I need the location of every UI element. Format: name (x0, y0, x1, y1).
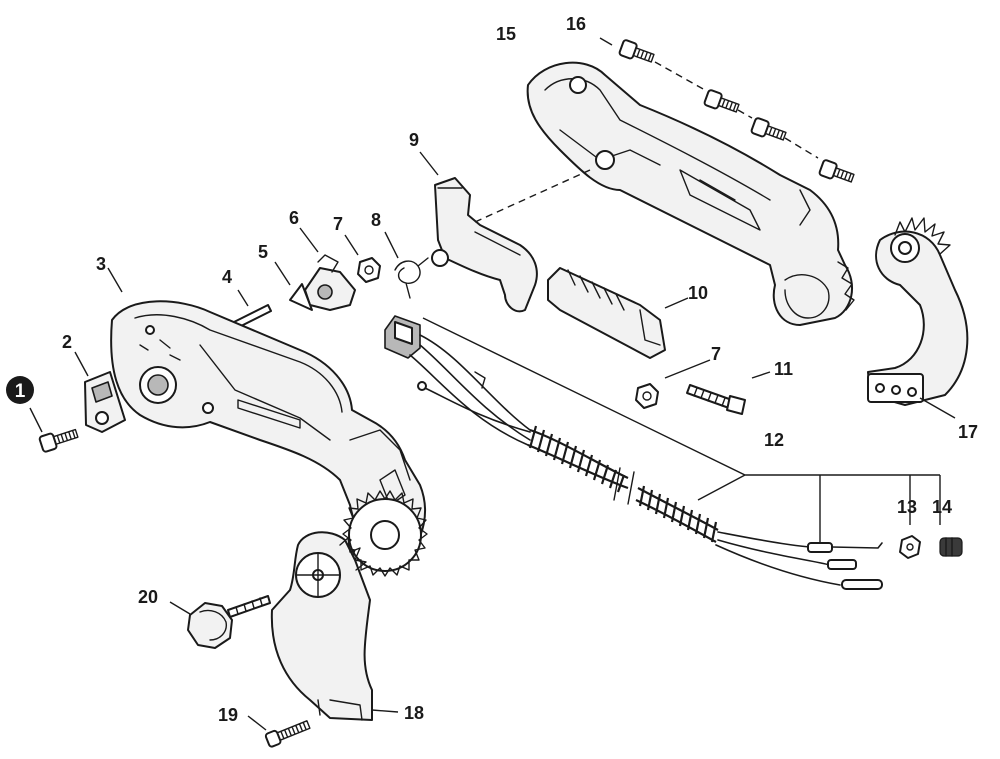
part-9-trigger (419, 151, 591, 313)
part-8-spring (384, 231, 429, 299)
callout-7-top: 7 (333, 214, 343, 234)
callout-11: 11 (774, 359, 793, 379)
callout-17: 17 (958, 422, 978, 442)
callout-20: 20 (138, 587, 158, 607)
callout-3: 3 (96, 254, 106, 274)
part-1-screw (29, 407, 79, 453)
part-10-switch (547, 267, 689, 359)
callout-1-badge: 1 (6, 376, 34, 404)
part-15-handle-half (526, 61, 855, 326)
callout-8: 8 (371, 210, 381, 230)
part-5-cap (274, 261, 313, 311)
part-7-nut-top (344, 234, 381, 283)
part-12-harness (384, 315, 941, 590)
callout-4: 4 (222, 267, 232, 287)
part-14-terminal (939, 537, 963, 557)
callout-15: 15 (496, 24, 516, 44)
callout-10: 10 (688, 283, 708, 303)
part-11-bolt (686, 371, 771, 415)
callout-6: 6 (289, 208, 299, 228)
callout-1: 1 (15, 381, 26, 402)
part-2-button (74, 351, 126, 433)
callout-12: 12 (764, 430, 784, 450)
callout-18: 18 (404, 703, 424, 723)
part-6-knob (299, 227, 356, 311)
part-3-gear (342, 490, 428, 577)
callout-9: 9 (409, 130, 419, 150)
callout-14: 14 (932, 497, 952, 517)
part-20-knob (169, 595, 271, 649)
part-7-nut-middle (635, 359, 711, 409)
part-17-loop-bracket (867, 217, 969, 419)
part-13-nut (899, 535, 921, 559)
callout-19: 19 (218, 705, 238, 725)
part-19-bolt (247, 715, 311, 748)
callout-16: 16 (566, 14, 586, 34)
callout-7-middle: 7 (711, 344, 721, 364)
callout-5: 5 (258, 242, 268, 262)
callout-13: 13 (897, 497, 917, 517)
part-16-screws (599, 37, 855, 183)
part-18-loop-bracket (270, 531, 399, 721)
callout-2: 2 (62, 332, 72, 352)
